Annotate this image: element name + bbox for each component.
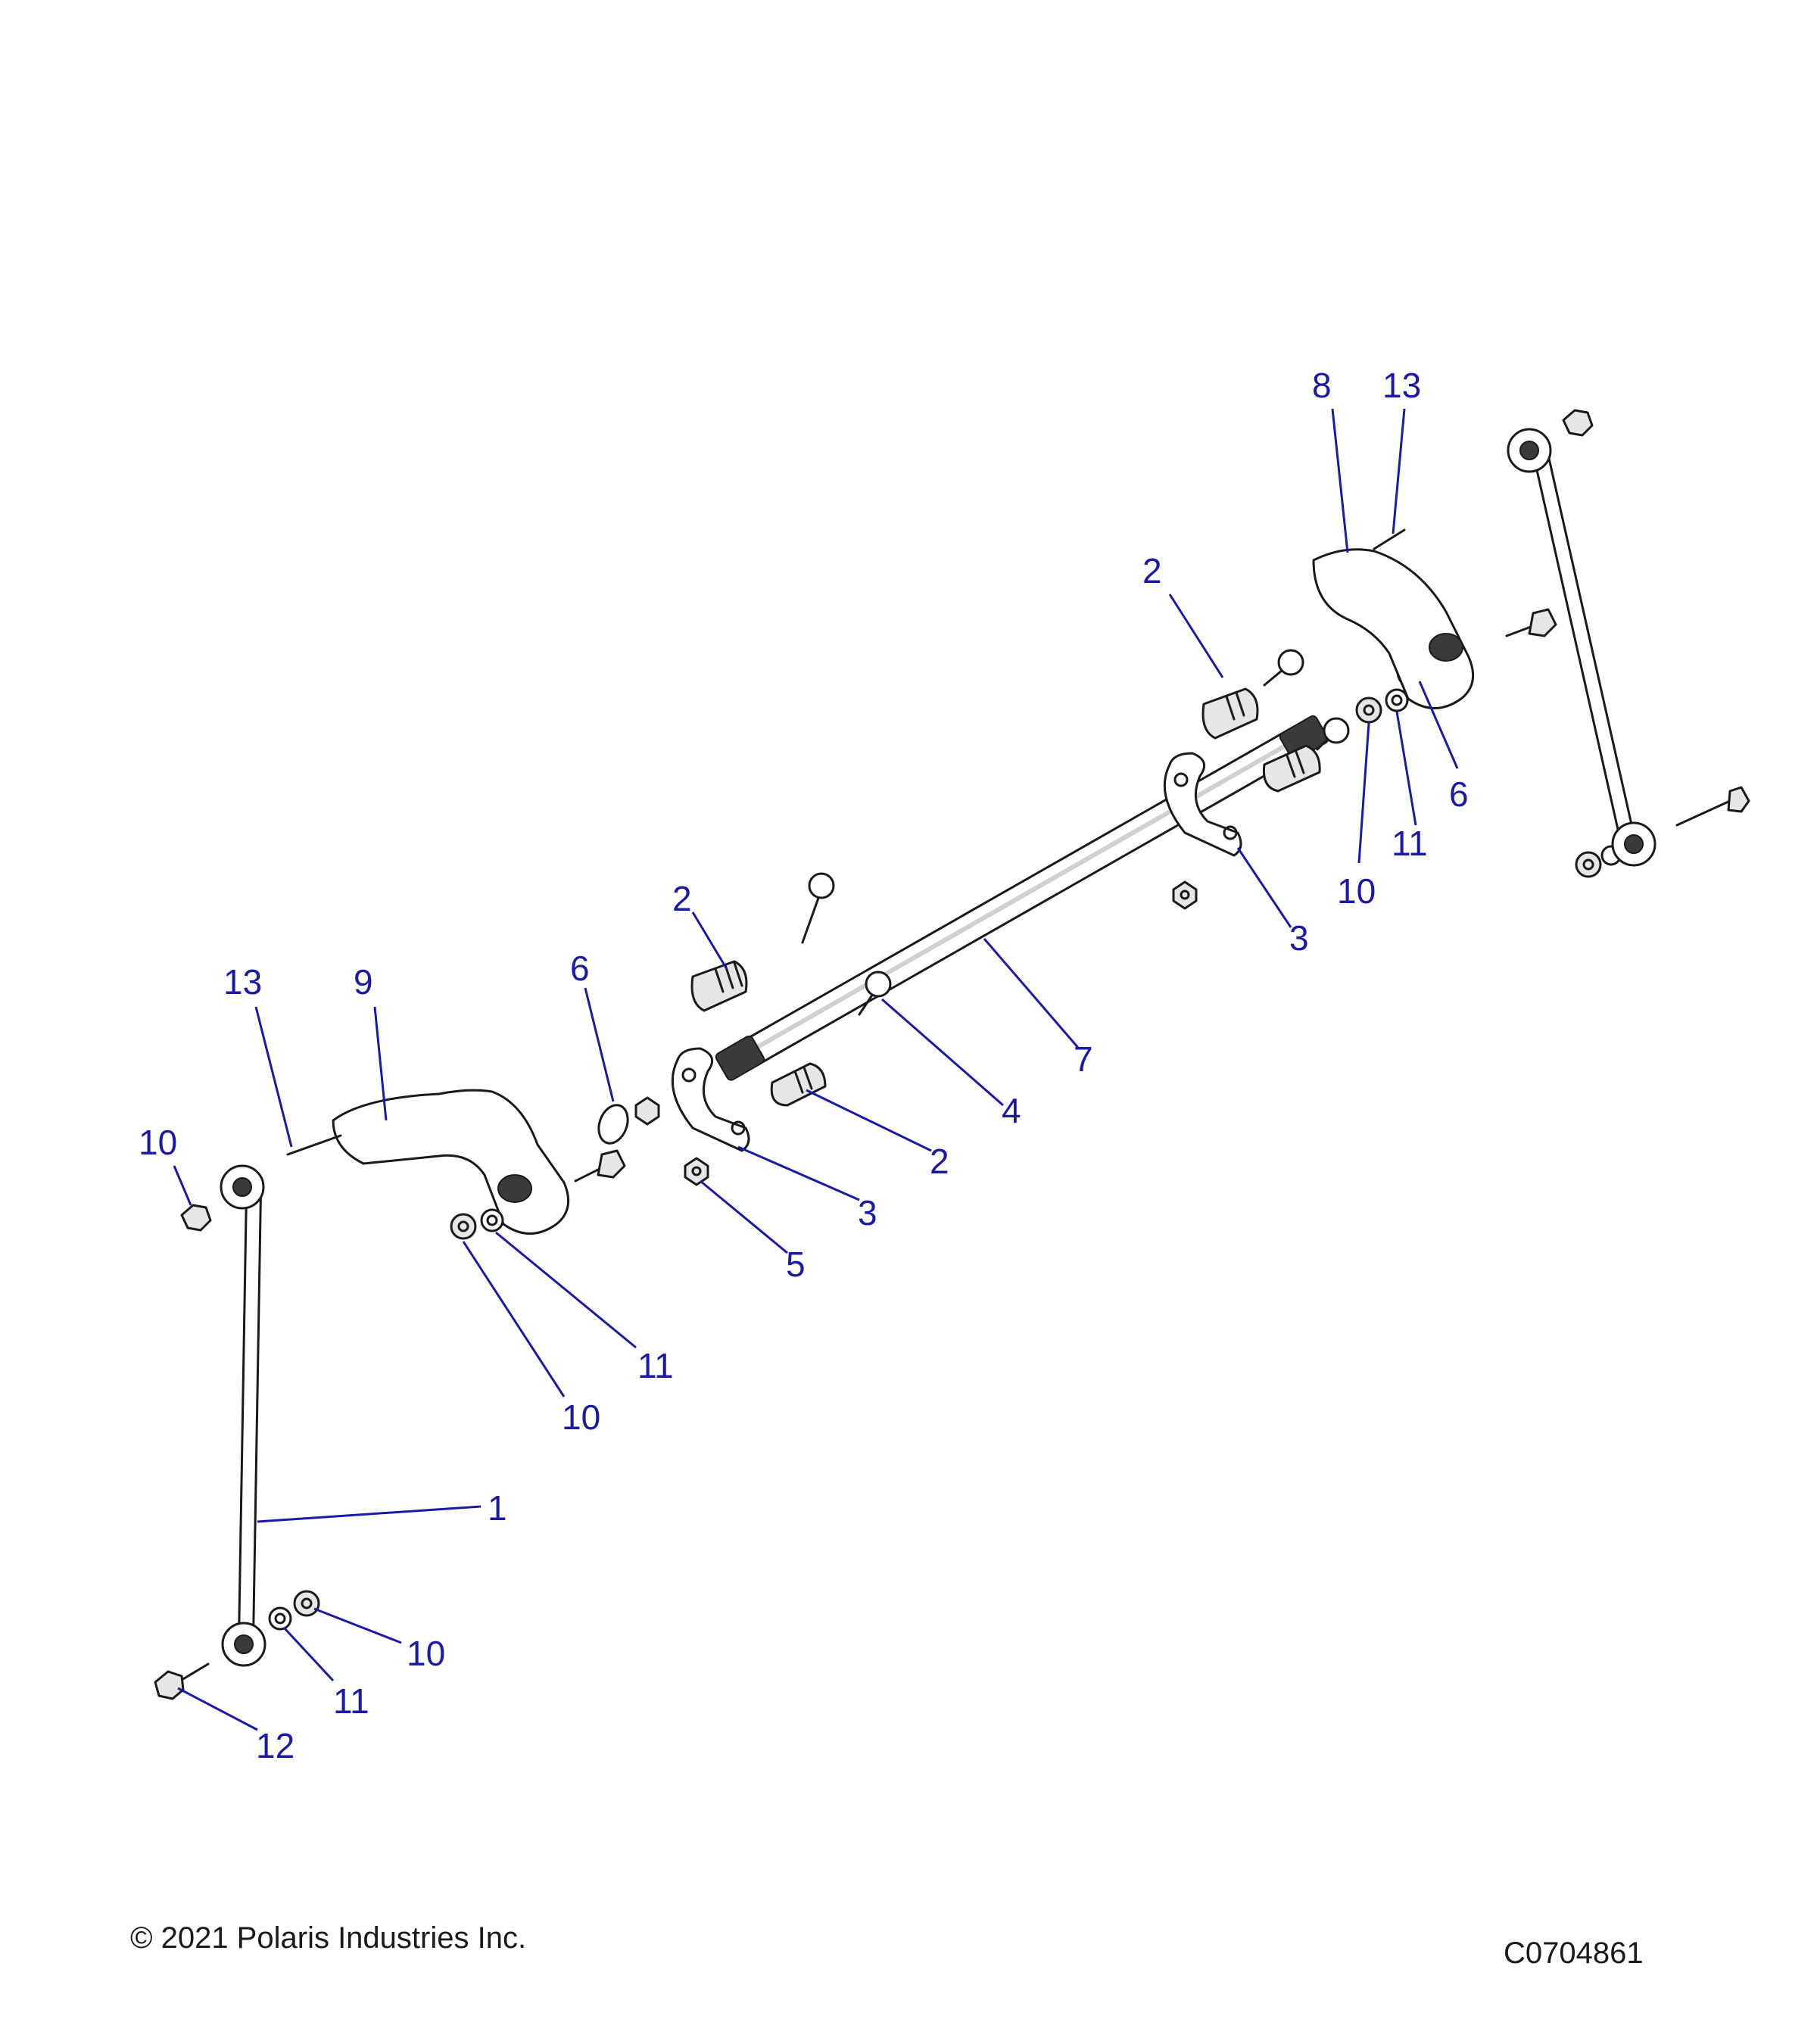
link-nut-left-top [180,1204,212,1232]
callout-5-nut: 5 [786,1245,806,1284]
o-ring-left [597,1104,629,1145]
stabilizer-arm-left [286,1089,570,1235]
callout-1-link-rod: 1 [488,1488,507,1528]
bushing-upper-left [690,960,748,1012]
bushing-lower-left [770,1062,827,1107]
arm-bolt-right [1505,608,1557,637]
washer-set-right-arm [1355,688,1409,724]
callout-2-bushing-lower-left: 2 [930,1142,949,1181]
callout-7-stabilizer-bar: 7 [1074,1039,1093,1079]
callout-13-pin-left: 13 [223,962,262,1002]
callout-4-stud: 4 [1002,1091,1021,1130]
callout-6-o-ring-left: 6 [570,949,590,988]
washer-set-left-link-bottom [268,1590,320,1631]
callout-3-clamp-right: 3 [1289,918,1309,958]
callout-10-link-washer: 10 [407,1634,445,1673]
stud-mid-right [1316,717,1350,751]
link-nut-right-top [1562,409,1594,437]
figure-code: C0704861 [1504,1937,1644,1970]
callout-10-link-nut-left: 10 [139,1123,177,1162]
callout-11-link-washer: 11 [333,1681,369,1721]
link-rod-left [220,1164,266,1667]
link-bolt-right [1675,786,1750,827]
nut-small-left [634,1096,660,1126]
link-bolt-left [154,1662,210,1700]
callout-8-arm-right: 8 [1312,366,1332,405]
callout-6-o-ring-right: 6 [1449,774,1469,814]
nut-right [1172,880,1198,910]
callout-3-clamp-left: 3 [858,1193,877,1232]
bushing-clamp-right [1163,752,1242,857]
arm-bolt-left [574,1149,626,1182]
callout-11-washer-left: 11 [637,1346,674,1385]
bushing-upper-right [1201,687,1259,740]
washer-set-right-link-bottom [1575,845,1622,878]
bushing-clamp-left [671,1047,750,1152]
washer-set-left-arm [450,1208,504,1240]
callout-2-bushing-upper-left: 2 [672,879,692,918]
callout-labels: 8 13 2 6 11 10 3 2 13 9 6 7 4 2 10 3 5 1… [139,366,1469,1765]
link-rod-right [1507,428,1656,867]
callout-10-washer-right: 10 [1337,871,1376,911]
callout-9-arm-left: 9 [354,962,373,1002]
callout-13-pin-right: 13 [1382,366,1421,405]
callout-11-washer-right: 11 [1392,824,1428,863]
stabilizer-arm-right [1312,528,1475,709]
copyright-notice: © 2021 Polaris Industries Inc. [130,1921,527,1955]
callout-2-bushing-upper-right: 2 [1142,551,1162,590]
stud-left [801,872,835,944]
bushing-lower-right [1262,744,1321,793]
stabilizer-bar-shaft [715,715,1329,1081]
callout-10-washer-left: 10 [562,1397,600,1437]
stud-center [858,971,892,1016]
stud-upper-right [1263,649,1304,687]
callout-12-link-bolt: 12 [256,1726,295,1765]
leader-lines [173,408,1459,1731]
nut-left [684,1157,709,1186]
